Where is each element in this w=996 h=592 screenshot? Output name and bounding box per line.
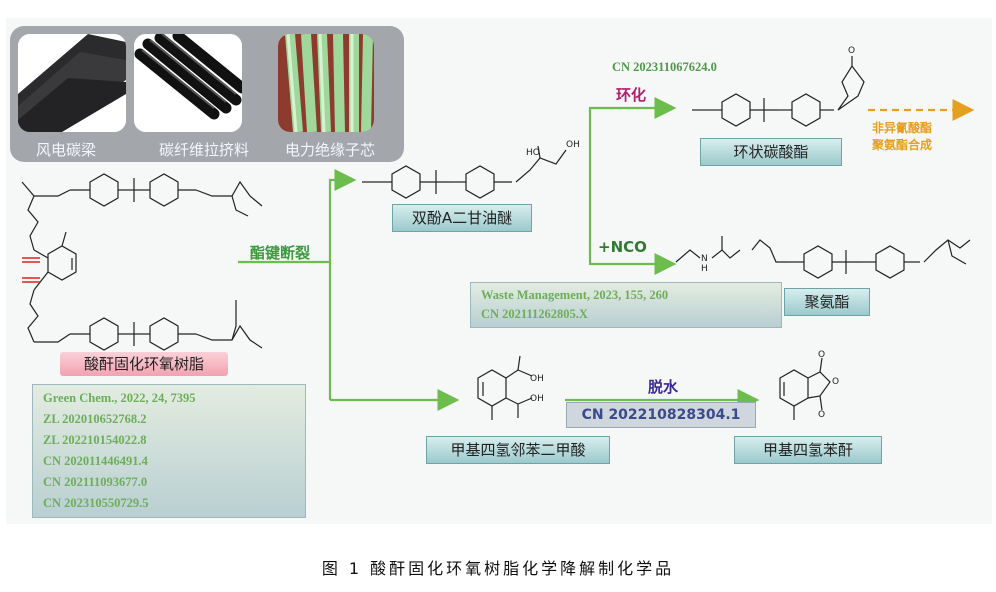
carbon-rods-image xyxy=(134,34,242,132)
photo-label-wind-beam: 风电碳梁 xyxy=(36,141,97,159)
cyclization-label: 环化 xyxy=(616,86,647,104)
figure-caption: 图 1 酸酐固化环氧树脂化学降解制化学品 xyxy=(321,559,675,578)
photo-label-carbon-pultrusion: 碳纤维拉挤料 xyxy=(159,141,250,159)
bpa-branch-arrows xyxy=(588,97,677,275)
ref-cn-202011446491: CN 202011446491.4 xyxy=(43,454,148,468)
non-isocyanate-note-line-1: 非异氰酸酯 xyxy=(872,121,933,135)
atom-label-o-ring: O xyxy=(832,377,840,387)
epoxy-refs-box: Green Chem., 2022, 24, 7395 ZL 202010652… xyxy=(32,384,306,518)
non-isocyanate-note-line-2: 聚氨酯合成 xyxy=(872,138,933,152)
ref-cn-202310550729: CN 202310550729.5 xyxy=(43,496,149,510)
dehydration-patent-box: CN 202210828304.1 xyxy=(566,402,756,428)
ref-green-chem: Green Chem., 2022, 24, 7395 xyxy=(43,391,196,405)
polyurethane-structure xyxy=(675,236,971,279)
photo-label-insulator-core: 电力绝缘子芯 xyxy=(285,141,376,159)
nco-label: +NCO xyxy=(598,238,647,256)
ref-zl-202210154022: ZL 202210154022.8 xyxy=(43,433,147,447)
atom-label-n: N xyxy=(701,254,708,264)
insulator-core-photo xyxy=(278,34,374,132)
cleavage-label: 酯键断裂 xyxy=(250,244,311,262)
atom-label-h: H xyxy=(701,264,708,274)
carbon-pultrusion-photo xyxy=(134,34,242,132)
insulator-rods-image xyxy=(278,34,374,132)
cyclic-carbonate-patent: CN 202311067624.0 xyxy=(612,60,717,74)
polyurethane-refs-box: Waste Management, 2023, 155, 260 CN 2021… xyxy=(470,282,782,328)
mthpa-box: 甲基四氢苯酐 xyxy=(734,436,882,464)
atom-label-oh: OH xyxy=(566,140,580,150)
wind-carbon-beam-photo xyxy=(18,34,126,132)
cyclic-carbonate-box: 环状碳酸酯 xyxy=(700,138,842,166)
cyclic-carbonate-structure xyxy=(692,56,865,127)
atom-label-o-carbonyl-top: O xyxy=(818,350,826,360)
ref-waste-management: Waste Management, 2023, 155, 260 xyxy=(481,288,669,302)
ref-cn-202111262805x: CN 202111262805.X xyxy=(481,307,588,321)
cleavage-arrows xyxy=(238,169,460,411)
mthpa-acid-box: 甲基四氢邻苯二甲酸 xyxy=(426,436,610,464)
bpa-glycerol-ether-box: 双酚A二甘油醚 xyxy=(392,204,532,232)
epoxy-resin-box: 酸酐固化环氧树脂 xyxy=(60,352,228,376)
polyurethane-box: 聚氨酯 xyxy=(784,288,870,316)
mthpa-structure xyxy=(779,357,831,420)
bpa-glycerol-ether-structure xyxy=(362,145,567,199)
atom-label-o-carbonate: O xyxy=(848,46,856,56)
ester-carbonyl-bonds xyxy=(22,257,40,283)
atom-label-o-carbonyl-bottom: O xyxy=(818,410,826,420)
atom-label-ho: HO xyxy=(526,148,540,158)
cured-epoxy-structure xyxy=(21,173,263,351)
mthpa-acid-structure xyxy=(477,355,533,420)
ref-cn-202111093677: CN 202111093677.0 xyxy=(43,475,148,489)
ref-zl-202010652768: ZL 202010652768.2 xyxy=(43,412,147,426)
atom-label-oh-top: OH xyxy=(530,374,544,384)
dehydration-label: 脱水 xyxy=(648,378,679,396)
atom-label-oh-bottom: OH xyxy=(530,394,544,404)
carbon-plate-image xyxy=(18,34,126,132)
non-isocyanate-note: 非异氰酸酯 聚氨酯合成 xyxy=(872,120,932,154)
